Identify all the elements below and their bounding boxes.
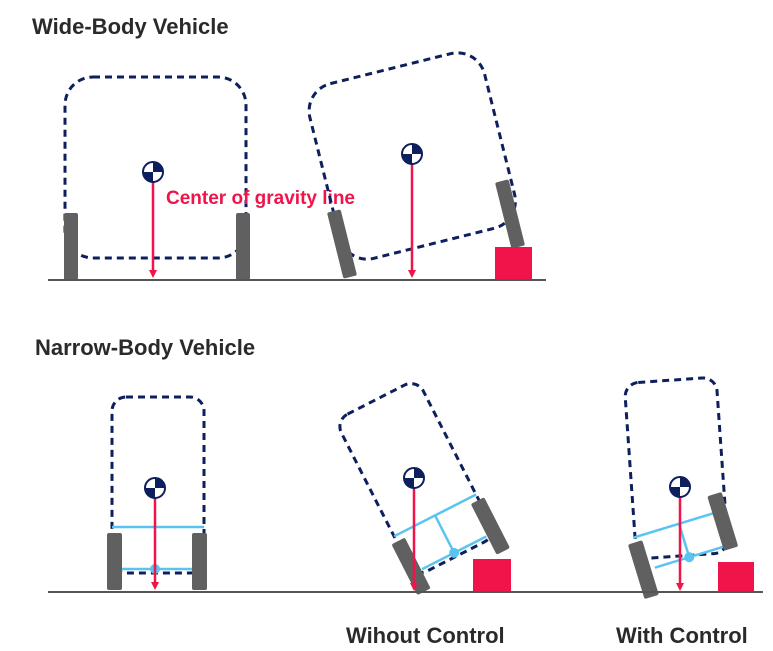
narrow-body-without-control-vehicle bbox=[338, 382, 511, 595]
left-wheel bbox=[107, 533, 122, 590]
narrow-body-heading: Narrow-Body Vehicle bbox=[35, 335, 255, 360]
wide-body-tilted-outline bbox=[307, 51, 517, 261]
right-wheel bbox=[707, 492, 738, 551]
right-wheel bbox=[192, 533, 207, 590]
cg-marker-icon bbox=[144, 477, 166, 499]
without-control-caption: Wihout Control bbox=[346, 623, 505, 648]
left-wheel bbox=[64, 213, 78, 280]
left-wheel bbox=[327, 209, 357, 279]
narrow-body-outline bbox=[110, 395, 206, 575]
narrow-body-controlled-outline bbox=[623, 376, 729, 560]
suspension-top-bar bbox=[393, 493, 477, 538]
suspension-pivot bbox=[684, 552, 695, 563]
cg-marker-icon bbox=[403, 467, 425, 489]
right-wheel bbox=[495, 179, 525, 249]
wide-body-tilted-vehicle bbox=[307, 51, 532, 280]
left-wheel bbox=[628, 540, 659, 599]
with-control-caption: With Control bbox=[616, 623, 748, 648]
right-wheel bbox=[471, 497, 510, 555]
narrow-body-with-control-vehicle bbox=[623, 376, 754, 599]
wide-body-upright-vehicle bbox=[63, 75, 250, 280]
cg-marker-icon bbox=[142, 161, 164, 183]
narrow-body-tilted-outline bbox=[338, 382, 494, 574]
cg-marker-icon bbox=[401, 143, 423, 165]
right-wheel bbox=[236, 213, 250, 280]
obstacle-block bbox=[718, 562, 754, 592]
obstacle-block bbox=[473, 559, 511, 592]
cg-marker-icon bbox=[669, 476, 691, 498]
wide-body-heading: Wide-Body Vehicle bbox=[32, 14, 229, 39]
left-wheel bbox=[392, 538, 431, 595]
narrow-body-upright-vehicle bbox=[107, 395, 207, 590]
obstacle-block bbox=[495, 247, 532, 280]
suspension-pivot bbox=[449, 547, 460, 558]
suspension-strut bbox=[433, 514, 456, 554]
wide-body-outline bbox=[63, 75, 248, 260]
cg-line-label: Center of gravity line bbox=[166, 188, 355, 209]
